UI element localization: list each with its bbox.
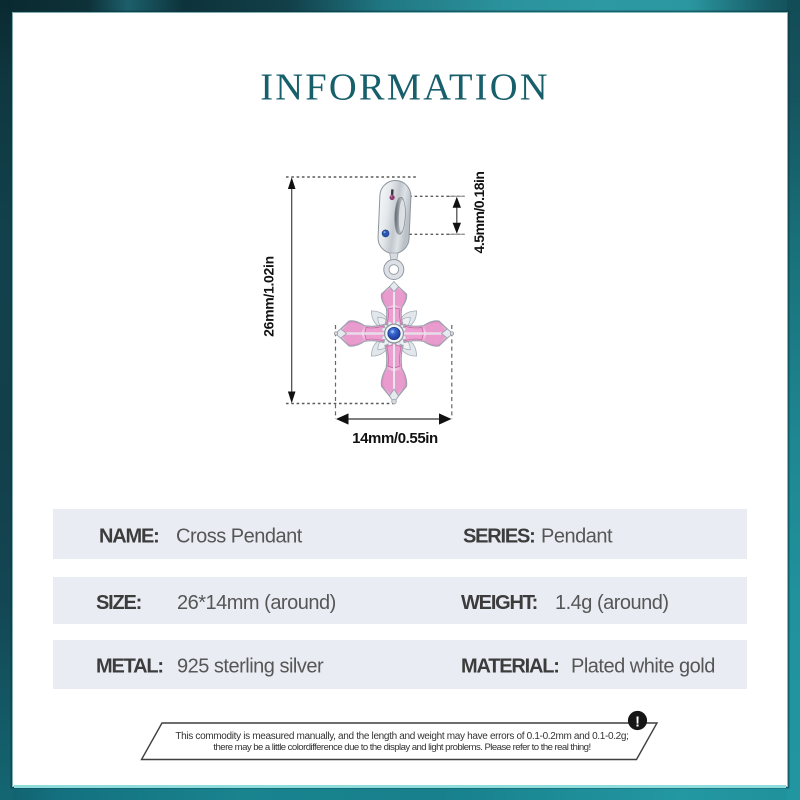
svg-text:WEIGHT:: WEIGHT:	[461, 592, 537, 614]
svg-text:26mm/1.02in: 26mm/1.02in	[261, 256, 277, 337]
svg-text:METAL:: METAL:	[96, 656, 163, 678]
svg-text:there may be a little colordif: there may be a little colordifference du…	[213, 742, 590, 753]
svg-text:MATERIAL:: MATERIAL:	[461, 656, 559, 678]
svg-text:Plated white gold: Plated white gold	[571, 656, 715, 678]
svg-text:Cross Pendant: Cross Pendant	[176, 526, 303, 548]
svg-text:NAME:: NAME:	[99, 526, 159, 548]
svg-text:INFORMATION: INFORMATION	[260, 67, 549, 109]
svg-text:!: !	[635, 715, 640, 731]
svg-text:14mm/0.55in: 14mm/0.55in	[352, 430, 438, 447]
svg-text:1.4g (around): 1.4g (around)	[555, 592, 669, 614]
svg-text:SIZE:: SIZE:	[96, 592, 141, 614]
svg-text:26*14mm (around): 26*14mm (around)	[177, 592, 336, 614]
svg-text:4.5mm/0.18in: 4.5mm/0.18in	[471, 172, 487, 254]
svg-text:Pendant: Pendant	[541, 526, 613, 548]
svg-text:SERIES:: SERIES:	[463, 526, 535, 548]
svg-text:925 sterling silver: 925 sterling silver	[177, 656, 324, 678]
svg-text:This commodity is measured man: This commodity is measured manually, and…	[175, 731, 628, 742]
